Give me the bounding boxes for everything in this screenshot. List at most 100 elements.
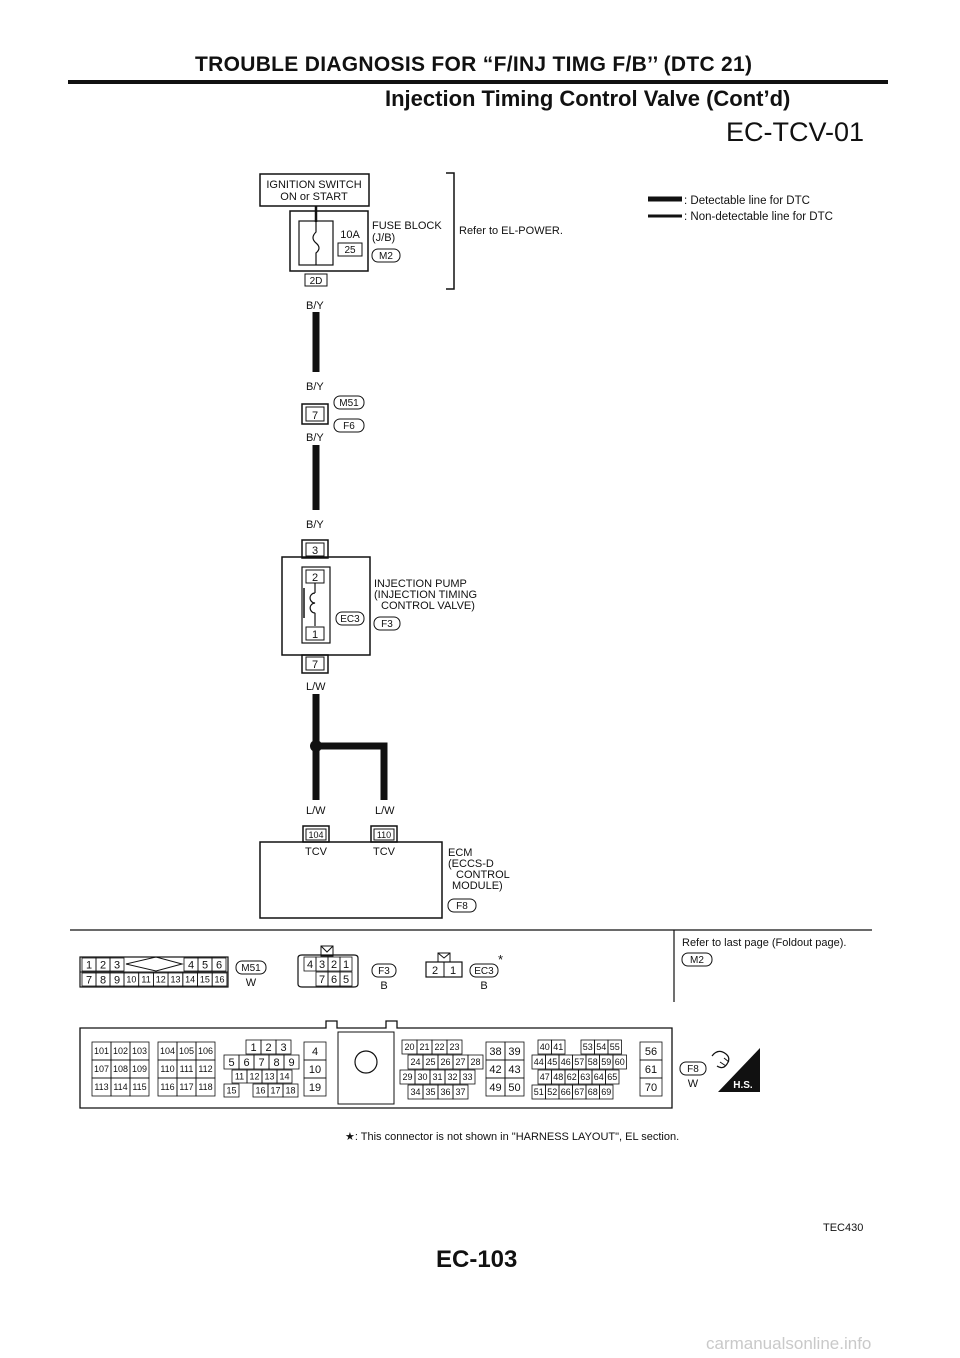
connector-pin-number: 51 — [534, 1087, 544, 1097]
pump-label2: (INJECTION TIMING — [374, 589, 477, 601]
ecm-label3: CONTROL — [456, 869, 510, 881]
connector-pin-number: 105 — [179, 1046, 194, 1056]
connector-pin-cell — [639, 1077, 663, 1097]
connector-pin-number: 64 — [594, 1072, 604, 1082]
connector-pin-number: 52 — [547, 1087, 557, 1097]
connector-pin-number: 32 — [447, 1072, 457, 1082]
connector-pin-number: 67 — [574, 1087, 584, 1097]
connector-pin-number: 111 — [180, 1064, 194, 1074]
connector-pin-number: 70 — [645, 1082, 657, 1094]
connector-pin-number: 4 — [307, 959, 313, 971]
connector-pin-number: 10 — [126, 975, 136, 985]
connector-pin-number: 2 — [265, 1042, 271, 1054]
connector-pin-cell — [211, 957, 227, 972]
connector-pin-number: 65 — [607, 1072, 617, 1082]
wire-color-1: B/Y — [306, 300, 324, 312]
pump-color-in: B/Y — [306, 519, 324, 531]
connector-pin-number: 13 — [264, 1072, 274, 1082]
connector-pin-number: 12 — [249, 1072, 259, 1082]
connector-pin-number: 9 — [288, 1057, 294, 1069]
connector-pin-number: 62 — [567, 1072, 577, 1082]
f8-id-oval — [679, 1061, 707, 1076]
connector-pin-number: 54 — [596, 1042, 606, 1052]
connector-pin-number: 43 — [508, 1064, 520, 1076]
connector-pin-number: 116 — [160, 1082, 174, 1092]
fuse-icon — [312, 221, 320, 265]
connector-pin-number: 118 — [198, 1082, 212, 1092]
connector-pin-number: 28 — [470, 1057, 480, 1067]
connector-pin-number: 112 — [198, 1064, 212, 1074]
connector-pin-number: 23 — [449, 1042, 459, 1052]
connector-pin-number: 108 — [113, 1064, 128, 1074]
ignition-line2: ON or START — [280, 191, 348, 203]
connector-pin-number: 48 — [553, 1072, 563, 1082]
connector-pin-number: 16 — [255, 1086, 265, 1096]
page-subtitle: Injection Timing Control Valve (Cont’d) — [385, 86, 791, 111]
connector-pin-number: 2 — [331, 959, 337, 971]
f3-id-oval — [371, 963, 397, 978]
connector-pin-number: 50 — [508, 1082, 520, 1094]
connector-pin-number: 47 — [540, 1072, 550, 1082]
pump-conn2-oval — [373, 616, 401, 631]
ecm-conn-oval — [447, 898, 477, 913]
f3-id: F3 — [378, 966, 390, 977]
ecm-color-left: L/W — [306, 805, 326, 817]
fuse-conn: M2 — [379, 251, 393, 262]
connector-pin-number: 117 — [179, 1082, 193, 1092]
connector-pin-number: 38 — [489, 1046, 501, 1058]
connector-pin-number: 3 — [114, 959, 120, 971]
connector-pin-cell — [275, 1039, 292, 1055]
connector-pin-number: 18 — [285, 1086, 295, 1096]
connector-pin-number: 6 — [331, 974, 337, 986]
connector-pin-number: 40 — [540, 1042, 550, 1052]
connector-pin-cell — [223, 1083, 240, 1098]
connector-refer: Refer to last page (Foldout page). — [682, 937, 846, 949]
connector-pin-number: 37 — [455, 1087, 465, 1097]
connector-pin-cell — [195, 1077, 216, 1097]
connector-pin-number: 34 — [410, 1087, 420, 1097]
connector-pin-number: 69 — [601, 1087, 611, 1097]
pump-pin7-box — [305, 656, 325, 671]
connector-pin-number: 5 — [228, 1057, 234, 1069]
connector-pin-cell — [109, 957, 125, 972]
connector-pin-number: 30 — [417, 1072, 427, 1082]
connector-pin-number: 104 — [160, 1046, 175, 1056]
connector-pin-number: 114 — [113, 1082, 127, 1092]
connector-pin-cell — [303, 1077, 327, 1097]
connector-pin-number: 46 — [561, 1057, 571, 1067]
connector-pin-number: 2 — [100, 959, 106, 971]
connector-pin-number: 60 — [615, 1057, 625, 1067]
connector-pin-number: 59 — [601, 1057, 611, 1067]
connector-pin-cell — [282, 1083, 299, 1098]
pump-conn1: EC3 — [340, 614, 360, 625]
pump-label1: INJECTION PUMP — [374, 578, 467, 590]
ecm-label1: ECM — [448, 847, 472, 859]
footnote: ★: This connector is not shown in "HARNE… — [345, 1131, 679, 1143]
connector-pin-number: 4 — [188, 959, 194, 971]
wire-lw-right — [316, 742, 388, 800]
connector-pin-number: 61 — [645, 1064, 657, 1076]
ignition-line1: IGNITION SWITCH — [266, 179, 361, 191]
fuse-label2: (J/B) — [372, 232, 395, 244]
ecm-conn: F8 — [456, 901, 468, 912]
connector-pin-number: 110 — [160, 1064, 174, 1074]
ecm-right-pin-box — [373, 828, 395, 841]
connector-pin-number: 6 — [243, 1057, 249, 1069]
connector-pin-number: 113 — [94, 1082, 108, 1092]
connector-pin-number: 6 — [216, 959, 222, 971]
connector-pin-number: 10 — [309, 1064, 321, 1076]
ecm-term-right: TCV — [373, 846, 396, 858]
pump-pin3-box — [305, 542, 325, 557]
connector-pin-number: 4 — [312, 1046, 318, 1058]
connector-pin-number: 1 — [343, 959, 349, 971]
connector-pin-number: 15 — [200, 975, 210, 985]
connector-pin-cell — [339, 971, 353, 987]
fuse-terminal-box — [304, 273, 328, 287]
connector-pin-number: 106 — [198, 1046, 213, 1056]
connector-pin-number: 20 — [404, 1042, 414, 1052]
connector-pin-number: 17 — [270, 1086, 280, 1096]
f8-id: F8 — [687, 1064, 699, 1075]
connector-pin-number: 24 — [410, 1057, 420, 1067]
refer-bracket — [446, 172, 455, 290]
